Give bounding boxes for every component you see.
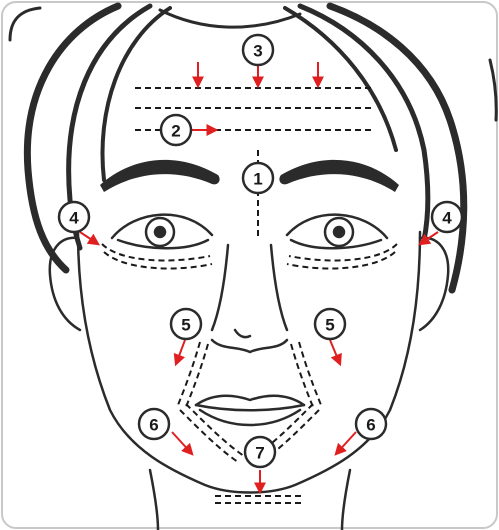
arrow-left-nasolabial	[176, 340, 185, 364]
right-nasolabial-line-1	[299, 342, 321, 405]
callout-number: 7	[255, 444, 264, 463]
callout-number: 4	[69, 209, 79, 228]
arrow-left-crows-feet	[80, 232, 98, 244]
callout-right-crows-feet: 4	[432, 202, 462, 232]
callout-chin-line: 7	[245, 437, 275, 467]
left-marionette-line-1	[180, 410, 238, 462]
arrow-right-nasolabial	[330, 340, 340, 364]
callout-number: 5	[325, 316, 334, 335]
callout-number: 3	[253, 42, 262, 61]
callout-number: 6	[149, 416, 158, 435]
callouts: 3 2 1 4 4 5 5 6 6 7	[59, 35, 462, 467]
callout-left-nasolabial: 5	[171, 309, 201, 339]
callout-left-marionette: 6	[139, 409, 169, 439]
arrow-right-marionette	[336, 432, 356, 454]
callout-right-nasolabial: 5	[315, 309, 345, 339]
callout-number: 2	[171, 122, 180, 141]
callout-right-marionette: 6	[356, 409, 386, 439]
callout-lower-forehead-line: 2	[161, 115, 191, 145]
callout-number: 4	[442, 209, 452, 228]
callout-number: 1	[253, 170, 262, 189]
callout-number: 5	[181, 316, 190, 335]
callout-left-crows-feet: 4	[59, 202, 89, 232]
lips	[196, 396, 304, 425]
arrow-left-marionette	[172, 432, 192, 454]
callout-glabella-line: 1	[243, 163, 273, 193]
callout-number: 6	[366, 416, 375, 435]
left-marionette-line-2	[186, 404, 244, 456]
eyes	[112, 215, 387, 249]
nose	[212, 245, 287, 352]
face-outline	[50, 232, 448, 530]
callout-forehead-zone: 3	[243, 35, 273, 65]
